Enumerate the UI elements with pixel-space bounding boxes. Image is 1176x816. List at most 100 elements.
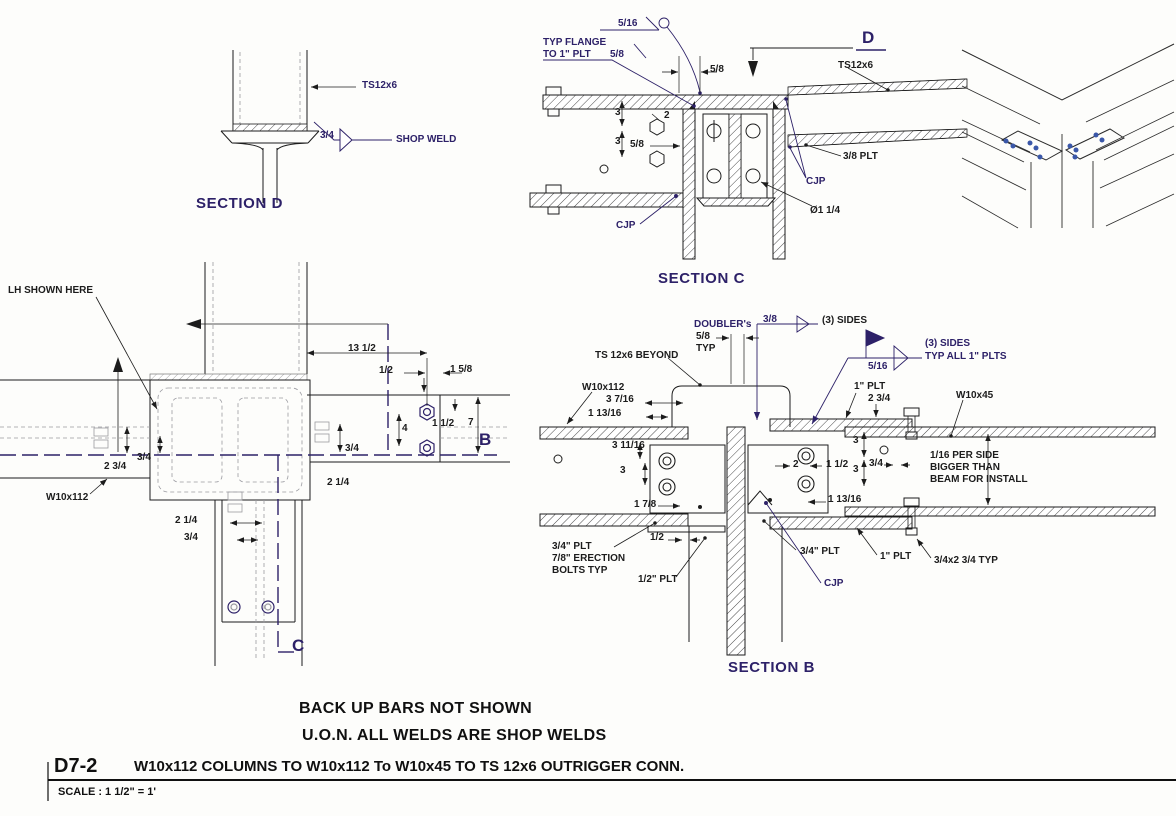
beam-left-label: W10x112 [582, 382, 625, 393]
plate-label: 1" PLT [854, 381, 886, 392]
weld-all-around-label: 5/16 [618, 18, 638, 29]
dim: 3 [620, 465, 626, 476]
erection-note-3: BOLTS TYP [552, 565, 608, 576]
ts-label: TS12x6 [362, 80, 398, 91]
thru-bolts [903, 407, 920, 536]
plate-label: 1/2" PLT [638, 574, 678, 585]
weld-leader [313, 121, 392, 141]
title-block-rules [47, 762, 1176, 801]
cjp-right-leader [785, 99, 807, 179]
bolts [227, 403, 435, 614]
field-weld-flag-icon [865, 329, 886, 347]
general-note-2: U.O.N. ALL WELDS ARE SHOP WELDS [302, 727, 607, 744]
cut-marker-b: B [479, 430, 492, 449]
dim: 1/2 [650, 532, 664, 543]
weld-seam [232, 123, 308, 132]
section-b-drawing [539, 315, 1156, 656]
install-note-1: 1/16 PER SIDE [930, 450, 999, 461]
typ-plts-note: TYP ALL 1" PLTS [925, 351, 1007, 362]
dim: 3 7/16 [606, 394, 634, 405]
section-d-drawing [220, 50, 392, 203]
flange-note-1: TYP FLANGE [543, 37, 607, 48]
ts-beyond-outline [671, 385, 791, 427]
cut-marker-d: D [862, 28, 875, 47]
plate-label: 3/4" PLT [800, 546, 840, 557]
dim: 2 1/4 [175, 515, 198, 526]
dim-3: 3 [615, 107, 621, 118]
dim: 1 5/8 [450, 364, 473, 375]
ts-beyond-label: TS 12x6 BEYOND [595, 350, 679, 361]
dim: 2 3/4 [868, 393, 891, 404]
scale-label: SCALE : 1 1/2" = 1' [58, 786, 157, 798]
dim-gap: 5/8 [710, 64, 724, 75]
dim: 1 13/16 [588, 408, 622, 419]
weld-size-label: 3/4 [320, 130, 334, 141]
doubler-note-2: 5/8 [696, 331, 710, 342]
dim: 3 [853, 435, 859, 446]
dim: 4 [402, 423, 408, 434]
fillet-weld-symbol [339, 127, 353, 153]
cjp-label: CJP [806, 176, 826, 187]
flange-weld-leader [543, 43, 696, 108]
view-arrow-left [186, 319, 201, 329]
weld-38-label: 3/8 [763, 314, 777, 325]
lh-note: LH SHOWN HERE [8, 285, 93, 296]
dim: 1 1/2 [432, 418, 455, 429]
hex-bolt [649, 150, 665, 168]
dim: 3/4 [345, 443, 359, 454]
dim: 13 1/2 [348, 343, 376, 354]
dim: 3/4 [869, 458, 883, 469]
hole-dia-leader [760, 181, 813, 207]
beam-right-label: W10x45 [956, 390, 994, 401]
dim: 7 [468, 417, 474, 428]
doubler-note-1: DOUBLER's [694, 319, 752, 330]
general-note-1: BACK UP BARS NOT SHOWN [299, 700, 532, 717]
isometric-view-drawing [961, 43, 1175, 229]
dim: 3 11/16 [612, 440, 645, 451]
ts-label: TS12x6 [838, 60, 874, 71]
lh-leader [95, 296, 158, 410]
sides-note: (3) SIDES [925, 338, 971, 349]
weld-symbol-38 [753, 315, 818, 420]
section-c-drawing [529, 16, 968, 260]
iso-bolts [1003, 132, 1105, 160]
hidden-bolt-glyphs [93, 421, 330, 513]
dim-58: 5/8 [630, 139, 644, 150]
cut-marker-c: C [292, 636, 305, 655]
detail-title: W10x112 COLUMNS TO W10x112 To W10x45 TO … [134, 758, 685, 775]
dim-3: 3 [615, 136, 621, 147]
hex-bolt [649, 118, 665, 136]
cjp-label: CJP [824, 578, 844, 589]
dim: 1 7/8 [634, 499, 657, 510]
plate-label: 1" PLT [880, 551, 912, 562]
plate-leader [804, 143, 842, 157]
field-weld-size: 5/16 [868, 361, 888, 372]
section-b-title: SECTION B [728, 659, 816, 676]
flange-note-2: TO 1" PLT [543, 49, 591, 60]
section-d-title: SECTION D [196, 195, 284, 212]
fillet-weld-symbol [796, 315, 810, 333]
view-arrow-up [113, 357, 123, 372]
plate-label: 3/8 PLT [843, 151, 878, 162]
detail-number: D7-2 [54, 755, 98, 777]
typ-dim-label: 3/4x2 3/4 TYP [934, 555, 998, 566]
dim: 1/2 [379, 365, 393, 376]
dim: 1 1/2 [826, 459, 849, 470]
cut-arrow-d [748, 61, 758, 77]
sides-note: (3) SIDES [822, 315, 868, 326]
flange-weld-label: 5/8 [610, 49, 624, 60]
plan-view-drawing [0, 262, 510, 666]
cut-line-d [750, 47, 853, 60]
weld-note-label: SHOP WELD [396, 134, 457, 145]
fillet-weld-symbol [893, 345, 909, 371]
dim-2: 2 [664, 110, 670, 121]
section-c-title: SECTION C [658, 270, 746, 287]
dim: 2 [793, 459, 799, 470]
dim: 3/4 [184, 532, 198, 543]
beam-label: W10x112 [46, 492, 89, 503]
install-note-2: BIGGER THAN [930, 462, 1000, 473]
all-around-weld-symbol [600, 16, 702, 95]
washer-bolts [658, 447, 815, 496]
